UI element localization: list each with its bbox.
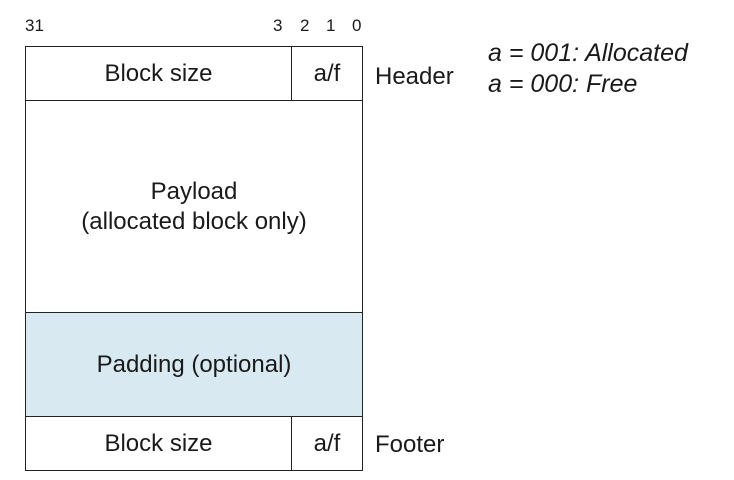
bit-label-1: 1 xyxy=(326,16,336,35)
legend-free: a = 000: Free xyxy=(488,70,638,98)
footer-block-size: Block size xyxy=(26,417,292,470)
payload-title: Payload xyxy=(150,177,238,205)
header-side-label: Header xyxy=(375,63,454,90)
payload-row: Payload (allocated block only) xyxy=(26,101,362,313)
header-row: Block size a/f xyxy=(26,47,362,101)
footer-af-bits: a/f xyxy=(313,429,341,457)
bit-label-2: 2 xyxy=(300,16,310,35)
bit-label-0: 0 xyxy=(352,16,362,35)
header-block-size: Block size xyxy=(26,47,292,100)
padding-cell: Padding (optional) xyxy=(26,313,362,416)
padding-row: Padding (optional) xyxy=(26,313,362,417)
bit-label-3: 3 xyxy=(273,16,283,35)
payload-subtitle: (allocated block only) xyxy=(81,207,307,235)
footer-row: Block size a/f xyxy=(26,417,362,470)
header-af-bits: a/f xyxy=(313,59,341,87)
footer-side-label: Footer xyxy=(375,431,445,458)
bit-label-31: 31 xyxy=(25,16,44,35)
padding-label: Padding (optional) xyxy=(96,350,292,378)
legend-allocated: a = 001: Allocated xyxy=(488,39,688,67)
heap-block-diagram: Block size a/f Payload (allocated block … xyxy=(25,46,363,471)
payload-cell: Payload (allocated block only) xyxy=(26,101,362,312)
